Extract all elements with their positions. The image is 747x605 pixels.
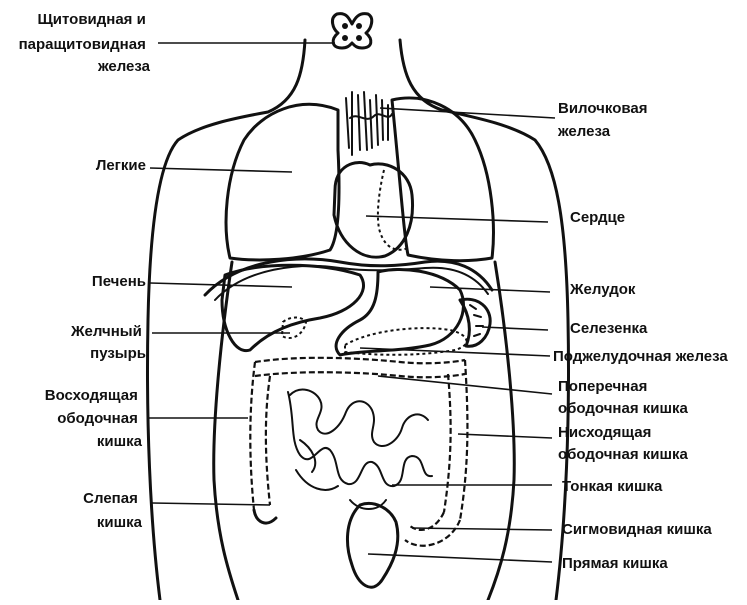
label-descending-colon: Нисходящая ободочная кишка bbox=[558, 424, 688, 463]
stomach bbox=[336, 269, 463, 355]
sigmoid-colon bbox=[405, 520, 460, 546]
label-liver: Печень bbox=[92, 273, 146, 290]
label-thyroid: Щитовидная и паращитовидная железа bbox=[19, 11, 151, 75]
transverse-colon bbox=[255, 358, 465, 363]
liver bbox=[222, 265, 364, 350]
label-spleen: Селезенка bbox=[570, 320, 648, 337]
label-rectum: Прямая кишка bbox=[562, 555, 668, 572]
thyroid-gland bbox=[332, 14, 371, 48]
label-small-intestine: Тонкая кишка bbox=[562, 478, 663, 495]
small-intestine bbox=[288, 392, 432, 486]
label-gallbladder: Желчный пузырь bbox=[70, 323, 146, 362]
cecum bbox=[254, 510, 276, 523]
label-pancreas: Поджелудочная железа bbox=[553, 348, 728, 365]
label-ascending-colon: Восходящая ободочная кишка bbox=[45, 387, 143, 450]
label-transverse-colon: Поперечная ободочная кишка bbox=[558, 378, 688, 417]
thymus-gland bbox=[346, 92, 392, 155]
label-heart: Сердце bbox=[570, 209, 625, 226]
label-lungs: Легкие bbox=[96, 157, 146, 174]
label-thymus: Вилочковая железа bbox=[557, 100, 652, 140]
rectum bbox=[347, 504, 397, 588]
label-cecum: Слепая кишка bbox=[83, 490, 142, 531]
label-sigmoid-colon: Сигмовидная кишка bbox=[562, 521, 712, 538]
spleen bbox=[460, 299, 490, 346]
ascending-colon bbox=[250, 362, 255, 510]
label-stomach: Желудок bbox=[569, 281, 636, 298]
